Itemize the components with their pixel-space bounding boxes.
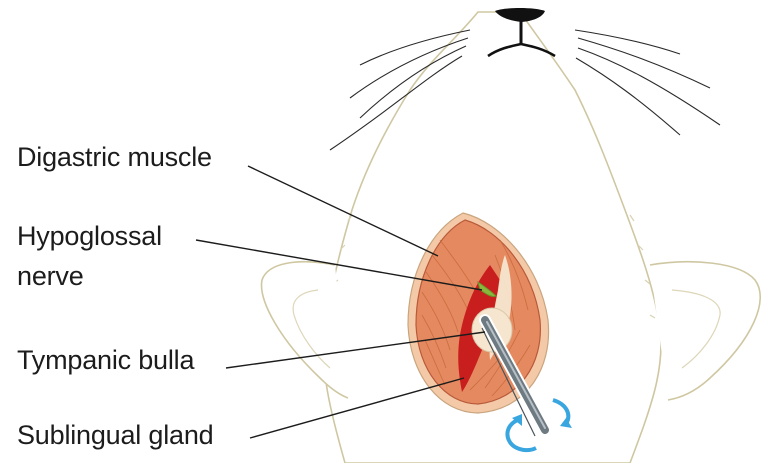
left-ear: [262, 262, 348, 398]
label-sublingual-gland: Sublingual gland: [17, 419, 213, 452]
label-digastric-muscle: Digastric muscle: [17, 141, 212, 174]
label-hypoglossal-nerve-line2: nerve: [17, 260, 84, 293]
right-ear: [650, 262, 760, 400]
label-tympanic-bulla: Tympanic bulla: [17, 344, 194, 377]
label-hypoglossal-nerve-line1: Hypoglossal: [17, 220, 162, 253]
